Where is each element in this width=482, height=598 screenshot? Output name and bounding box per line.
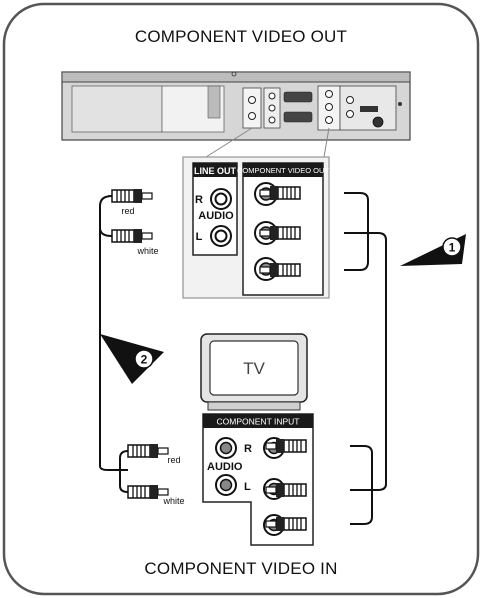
audio-cable-wires [99,195,129,493]
source-device [61,71,411,141]
tv-audio-l-plug [127,485,169,499]
source-pb-plug [259,226,301,240]
tv-pr-plug [265,439,307,453]
tv-red-cable-label: red [167,455,180,465]
source-audio-label: AUDIO [198,210,234,222]
step-2-number: 2 [141,353,148,367]
zoom-leader-lines [205,127,330,158]
step-2-marker: 2 [100,334,164,384]
step-1-number: 1 [449,241,456,255]
line-out-header [193,163,237,177]
component-out-header [243,163,323,177]
source-y-plug [259,263,301,277]
source-pr-plug [259,186,301,200]
source-audio-r-plug [111,189,153,203]
component-out-label: COMPONENT VIDEO OUT [237,166,329,175]
source-audio-l-jack [210,225,232,247]
bottom-title: COMPONENT VIDEO IN [144,559,337,578]
source-audio-r-jack [210,188,232,210]
tv-white-cable-label: white [162,496,184,506]
step-1-marker: 1 [400,234,466,266]
tv-audio-label: AUDIO [207,461,243,473]
source-audio-l-plug [111,229,153,243]
tv-audio-r-plug [127,444,169,458]
video-cable-wires [344,192,387,525]
top-title: COMPONENT VIDEO OUT [135,27,347,46]
tv-set: TV [200,333,308,411]
component-input-header [203,414,313,428]
tv-screen-label: TV [243,359,265,378]
tv-pb-plug [265,483,307,497]
tv-audio-l-jack [215,474,237,496]
tv-audio-r-jack [215,437,237,459]
source-audio-r-label: R [195,194,203,206]
tv-audio-l-label: L [244,481,251,493]
source-jack-panel: LINE OUT R AUDIO L COMPONENT VIDEO OUT P… [182,156,330,299]
device-line-out-area [242,87,262,129]
line-out-label: LINE OUT [194,166,237,176]
tv-audio-r-label: R [244,443,252,455]
source-white-cable-label: white [136,246,158,256]
source-audio-l-label: L [196,231,203,243]
tv-screen [209,340,299,396]
source-red-cable-label: red [121,206,134,216]
component-input-label: COMPONENT INPUT [217,417,300,427]
cable-plugs [111,186,307,531]
tv-y-plug [265,517,307,531]
